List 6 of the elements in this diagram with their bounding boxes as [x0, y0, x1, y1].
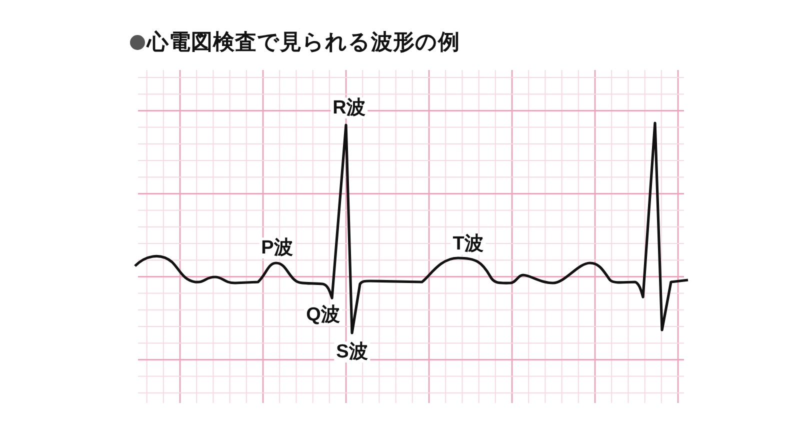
wave-label: P波 [259, 238, 295, 258]
wave-label: T波 [450, 234, 486, 254]
wave-label: S波 [334, 342, 370, 362]
wave-label: Q波 [304, 304, 342, 326]
title: 心電図検査で見られる波形の例 [147, 32, 460, 54]
wave-label: R波 [330, 98, 368, 118]
